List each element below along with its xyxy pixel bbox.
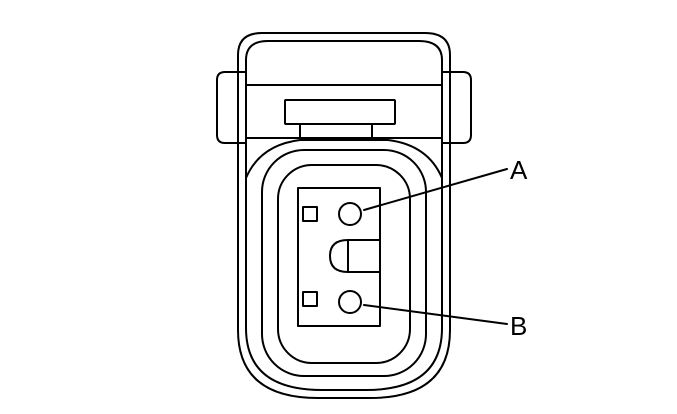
- terminal-block: [297, 187, 381, 327]
- seal-ring-outer: [261, 149, 427, 377]
- latch-stem: [299, 123, 373, 139]
- housing-shoulder: [245, 139, 443, 179]
- seal-ring-inner: [277, 164, 411, 364]
- center-key-slot: [329, 239, 381, 273]
- key-square-bottom: [302, 291, 318, 307]
- housing-outer: [237, 32, 451, 399]
- pin-cavity-b: [338, 290, 362, 314]
- leader-line-b: [363, 304, 508, 325]
- key-square-top: [302, 206, 318, 222]
- leader-line-a: [363, 168, 508, 211]
- left-locking-ear: [216, 71, 247, 144]
- pin-label-a: A: [510, 155, 528, 185]
- right-locking-ear: [441, 71, 472, 144]
- latch-tab: [284, 99, 396, 125]
- pin-label-b: B: [510, 311, 527, 341]
- housing-inner: [245, 40, 443, 391]
- pin-cavity-a: [338, 202, 362, 226]
